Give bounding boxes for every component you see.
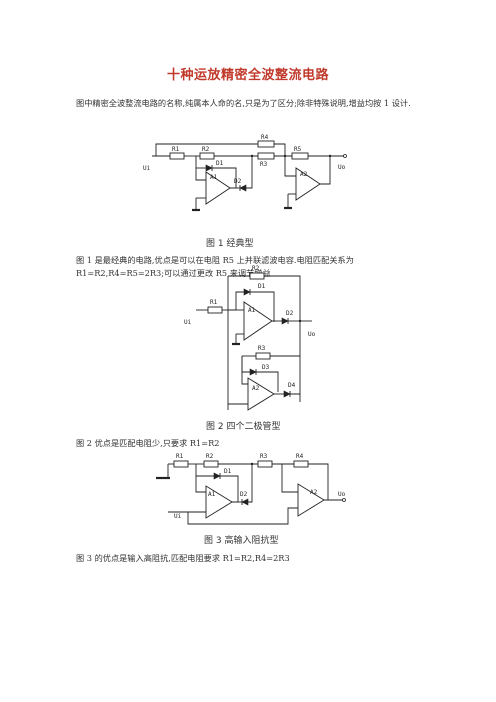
fig3-r3-label: R3 — [260, 453, 268, 460]
fig2-ui-label: Ui — [184, 319, 192, 326]
fig3-d2-label: D2 — [240, 491, 248, 498]
fig1-ui-label: Ui — [143, 165, 151, 172]
figure-1-circuit: R1 R2 R3 R4 R5 D1 D2 A1 A2 Ui Uo — [143, 134, 347, 212]
fig2-d1-label: D1 — [258, 283, 266, 290]
fig1-a1-label: A1 — [210, 174, 218, 181]
fig1-r4-label: R4 — [261, 134, 269, 141]
page-title: 十种运放精密全波整流电路 — [166, 68, 329, 83]
fig3-r1-label: R1 — [176, 453, 184, 460]
figure-3-circuit: R1 R2 R3 R4 D1 D2 A1 A2 Ui Uo — [156, 453, 346, 525]
fig3-r4-label: R4 — [296, 453, 304, 460]
intro-paragraph: 图中精密全波整流电路的名称,纯属本人命的名,只是为了区分;除非特殊说明,增益均按… — [76, 98, 411, 108]
fig2-r1-label: R1 — [210, 299, 218, 306]
fig3-a1-label: A1 — [208, 491, 216, 498]
fig1-d1-label: D1 — [216, 160, 224, 167]
fig1-d2-label: D2 — [234, 178, 242, 185]
figure-2-description: 图 2 优点是匹配电阻少,只要求 R1=R2 — [76, 438, 220, 448]
fig3-r2-label: R2 — [206, 453, 214, 460]
fig1-r2-label: R2 — [202, 146, 210, 153]
fig1-r5-label: R5 — [294, 146, 302, 153]
fig2-d4-label: D4 — [288, 382, 296, 389]
fig2-d2-label: D2 — [286, 310, 294, 317]
fig2-r3-label: R3 — [258, 345, 266, 352]
figure-3-caption: 图 3 高输入阻抗型 — [204, 536, 279, 546]
fig1-a2-label: A2 — [300, 171, 308, 178]
fig1-r1-label: R1 — [172, 146, 180, 153]
figure-2-caption: 图 2 四个二极管型 — [206, 422, 281, 432]
fig2-uo-label: Uo — [308, 331, 316, 338]
fig3-ui-label: Ui — [174, 513, 182, 520]
fig1-uo-label: Uo — [338, 164, 346, 171]
figure-1-caption: 图 1 经典型 — [206, 239, 254, 249]
fig2-a1-label: A1 — [248, 307, 256, 314]
fig1-r3-label: R3 — [260, 161, 268, 168]
figure-1-description: 图 1 是最经典的电路,优点是可以在电阻 R5 上并联滤波电容.电阻匹配关系为 … — [76, 255, 354, 278]
fig3-d1-label: D1 — [224, 468, 232, 475]
fig3-uo-label: Uo — [338, 491, 346, 498]
fig2-a2-label: A2 — [252, 385, 260, 392]
figure-3-description: 图 3 的优点是输入高阻抗,匹配电阻要求 R1=R2,R4=2R3 — [76, 553, 290, 563]
fig2-d3-label: D3 — [262, 364, 270, 371]
fig2-r2-label: R2 — [252, 265, 260, 272]
figure-2-circuit: R2 R1 R3 D1 D2 D3 D4 A1 A2 Ui Uo — [184, 265, 316, 411]
fig3-a2-label: A2 — [310, 489, 318, 496]
